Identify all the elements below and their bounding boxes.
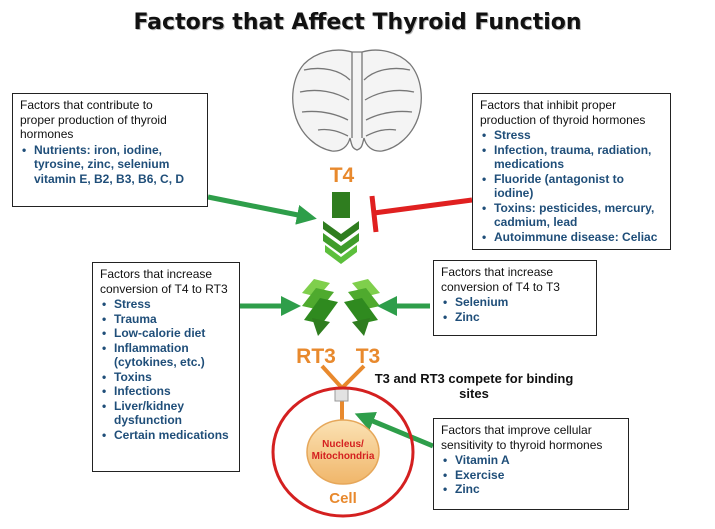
mitochondria-label: Mitochondria [312, 451, 375, 462]
t4-down-arrow-icon [323, 192, 359, 264]
list-item: Stress [482, 128, 664, 143]
inhibit-bar-icon [369, 195, 473, 233]
t3-split-arrow-icon [344, 279, 380, 336]
increase-rt3-list: Stress Trauma Low-calorie diet Inflammat… [100, 297, 233, 442]
inhibit-factors-box: Factors that inhibit proper production o… [472, 93, 671, 250]
contribute-arrow-icon [207, 194, 317, 225]
inhibit-list: Stress Infection, trauma, radiation, med… [480, 128, 664, 244]
green-arrows [207, 194, 434, 449]
list-item: Fluoride (antagonist to iodine) [482, 172, 664, 201]
inhibit-heading: Factors that inhibit proper production o… [480, 98, 646, 127]
list-item: Liver/kidney dysfunction [102, 399, 214, 428]
list-item: Exercise [443, 468, 622, 483]
compete-text-line1: T3 and RT3 compete for binding [375, 371, 574, 386]
rt3-split-arrow-icon [302, 279, 338, 336]
list-item: Certain medications [102, 428, 233, 443]
list-item: Trauma [102, 312, 233, 327]
list-item: Infections [102, 384, 233, 399]
contribute-list: Nutrients: iron, iodine, tyrosine, zinc,… [20, 143, 201, 187]
sensitivity-list: Vitamin A Exercise Zinc [441, 453, 622, 497]
rt3-label: RT3 [296, 345, 336, 368]
binding-site-icon [334, 388, 349, 402]
cell-label: Cell [329, 490, 357, 507]
sensitivity-factors-box: Factors that improve cellular sensitivit… [433, 418, 629, 510]
contribute-heading: Factors that contribute to proper produc… [20, 98, 167, 141]
list-item: Toxins [102, 370, 233, 385]
list-item: Infection, trauma, radiation, medication… [482, 143, 664, 172]
list-item: Zinc [443, 310, 590, 325]
compete-text-line2: sites [459, 386, 489, 401]
increase-t3-factors-box: Factors that increase conversion of T4 t… [433, 260, 597, 336]
list-item: Autoimmune disease: Celiac [482, 230, 664, 245]
increase-rt3-factors-box: Factors that increase conversion of T4 t… [92, 262, 240, 472]
list-item: Stress [102, 297, 233, 312]
sensitivity-arrow-icon [354, 411, 434, 449]
thyroid-gland-icon [292, 49, 422, 152]
nucleus-icon [306, 419, 380, 485]
t3-label: T3 [356, 345, 381, 368]
list-item: Vitamin A [443, 453, 622, 468]
list-item: Toxins: pesticides, mercury, cadmium, le… [482, 201, 664, 230]
cell-outline [271, 386, 415, 518]
list-item: Low-calorie diet [102, 326, 233, 341]
t4-label: T4 [330, 164, 355, 187]
increase-t3-list: Selenium Zinc [441, 295, 590, 324]
list-item: Zinc [443, 482, 622, 497]
sensitivity-heading: Factors that improve cellular sensitivit… [441, 423, 603, 452]
increase-t3-heading: Factors that increase conversion of T4 t… [441, 265, 560, 294]
list-item: Selenium [443, 295, 590, 310]
nucleus-label: Nucleus/ [322, 439, 364, 450]
increase-rt3-heading: Factors that increase conversion of T4 t… [100, 267, 228, 296]
page-title: Factors that Affect Thyroid Function [133, 10, 582, 35]
contribute-factors-box: Factors that contribute to proper produc… [12, 93, 208, 207]
list-item: Inflammation (cytokines, etc.) [102, 341, 219, 370]
list-item: Nutrients: iron, iodine, tyrosine, zinc,… [22, 143, 199, 187]
